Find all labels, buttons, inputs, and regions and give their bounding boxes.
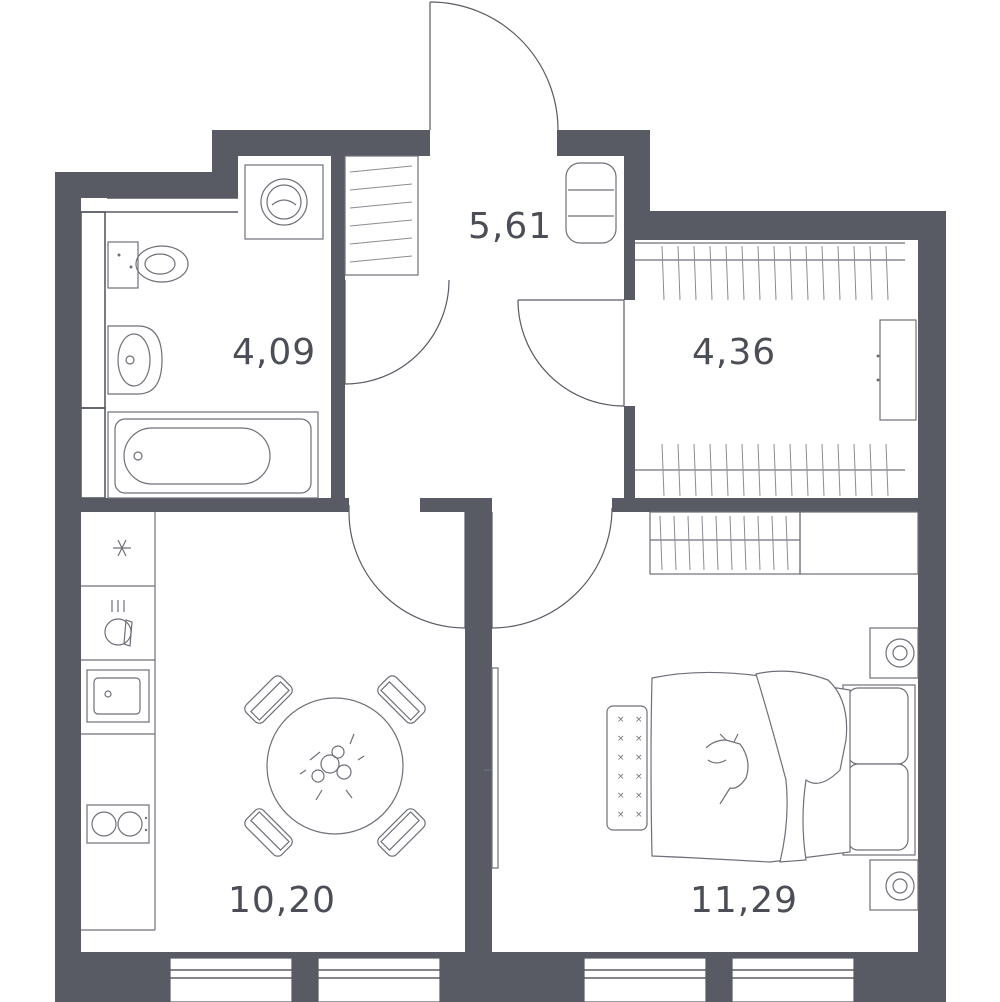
bench-tuft: ×	[617, 772, 625, 782]
hanger-stroke	[837, 443, 841, 497]
hanger-stroke	[789, 443, 793, 497]
bench-tuft: ×	[635, 772, 643, 782]
bench-tuft: ×	[635, 810, 643, 820]
hanger-stroke	[715, 515, 719, 571]
hanger-stroke	[885, 443, 889, 497]
hanger-stroke	[789, 245, 793, 301]
hanger-stroke	[741, 443, 745, 497]
interior-walls	[81, 156, 918, 952]
hanger-stroke	[805, 443, 809, 497]
hanger-stroke	[805, 245, 809, 301]
hanger-stroke	[757, 245, 761, 301]
window	[583, 957, 707, 1002]
hanger-stroke	[725, 245, 729, 301]
thin-partitions	[80, 197, 238, 499]
exterior-walls	[55, 130, 946, 1002]
hanger-stroke	[821, 443, 825, 497]
kitchen-sink-icon	[86, 669, 150, 723]
bathroom-area-label: 4,09	[232, 332, 316, 373]
hanger-stroke	[869, 245, 873, 301]
doors	[344, 1, 625, 629]
bench-tuft: ×	[617, 715, 625, 725]
hanger-stroke	[869, 443, 873, 497]
windows	[169, 957, 855, 1002]
hanger-stroke	[659, 515, 663, 571]
hanger-stroke	[837, 245, 841, 301]
hanger-stroke	[773, 443, 777, 497]
window	[317, 957, 441, 1002]
hanger-stroke	[773, 245, 777, 301]
hanger-stroke	[693, 245, 697, 301]
hanger-stroke	[853, 443, 857, 497]
hanger-stroke	[741, 245, 745, 301]
washing-machine-icon	[244, 164, 324, 240]
window	[731, 957, 855, 1002]
bench-tuft: ×	[635, 715, 643, 725]
wardrobe-icon	[635, 242, 917, 497]
bathroom-door	[344, 279, 450, 385]
bench-icon: × × × × × × × × × × × ×	[606, 705, 648, 831]
hanger-stroke	[661, 443, 665, 497]
bench-tuft: ×	[617, 734, 625, 744]
dining-table-icon	[244, 675, 426, 857]
hanger-stroke	[743, 515, 747, 571]
hanger-stroke	[693, 443, 697, 497]
hanger-stroke	[821, 245, 825, 301]
hanger-stroke	[687, 515, 691, 571]
bed-icon	[650, 670, 916, 863]
bench-tuft: ×	[635, 753, 643, 763]
bench-tuft: ×	[635, 791, 643, 801]
bench-tuft: ×	[635, 734, 643, 744]
hanger-stroke	[701, 515, 705, 571]
wardrobe-area-label: 4,36	[692, 332, 776, 373]
hanger-stroke	[757, 515, 761, 571]
hanger-stroke	[853, 245, 857, 301]
fridge-icon	[113, 539, 131, 557]
nightstand-lamp-icon	[869, 627, 919, 679]
cooktop-icon	[86, 804, 150, 844]
wardrobe-door	[517, 299, 625, 407]
bench-tuft: ×	[617, 753, 625, 763]
kitchen-counter	[81, 512, 156, 931]
bedroom-area-label: 11,29	[690, 880, 798, 921]
hanger-stroke	[729, 515, 733, 571]
toilet-icon	[107, 241, 189, 289]
entrance-door	[429, 1, 559, 131]
bench-tuft: ×	[617, 810, 625, 820]
window	[169, 957, 293, 1002]
cat-icon	[705, 733, 749, 805]
hanger-stroke	[785, 515, 789, 571]
flower-bouquet-icon	[299, 733, 365, 801]
hanger-stroke	[709, 245, 713, 301]
bathtub-icon	[107, 411, 319, 499]
hanger-stroke	[885, 245, 889, 301]
hanger-stroke	[661, 245, 665, 301]
mirror-icon	[484, 667, 499, 869]
hall-area-label: 5,61	[468, 206, 552, 247]
hanger-stroke	[709, 443, 713, 497]
hall-wardrobe	[344, 155, 419, 276]
sink-icon	[107, 325, 163, 395]
hanger-stroke	[677, 245, 681, 301]
hanger-stroke	[677, 443, 681, 497]
bedroom-door	[491, 507, 613, 629]
dishwasher-icon	[104, 600, 133, 647]
hanger-stroke	[757, 443, 761, 497]
kitchen-area-label: 10,20	[228, 880, 336, 921]
bedroom-wardrobe	[649, 511, 919, 575]
hall-chair-icon	[565, 162, 617, 244]
hanger-stroke	[673, 515, 677, 571]
bench-tuft: ×	[617, 791, 625, 801]
hanger-stroke	[725, 443, 729, 497]
nightstand-lamp-icon	[869, 859, 919, 911]
kitchen-door	[348, 505, 466, 629]
hanger-stroke	[771, 515, 775, 571]
